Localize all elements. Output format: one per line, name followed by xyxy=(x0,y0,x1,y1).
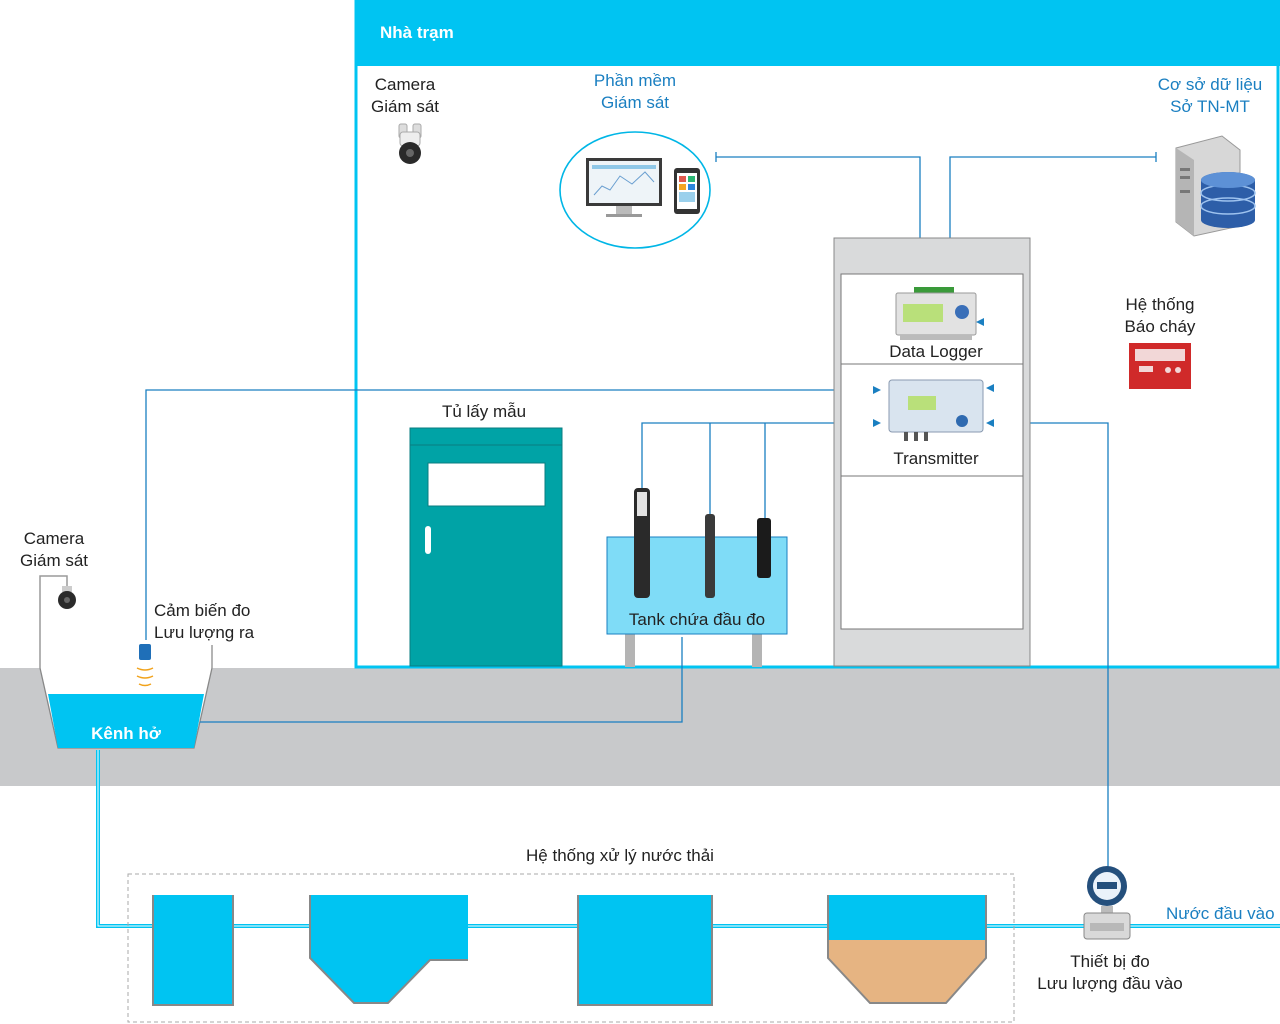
tank-label: Tank chứa đầu đo xyxy=(628,610,766,629)
software-illustration xyxy=(559,131,711,249)
control-cabinet xyxy=(833,237,1031,667)
treatment-tanks xyxy=(152,895,987,1006)
fire-alarm-panel-icon xyxy=(1129,343,1191,389)
data-logger-label: Data Logger xyxy=(889,342,983,361)
station-title: Nhà trạm xyxy=(380,23,454,42)
sampler-label: Tủ lấy mẫu xyxy=(441,402,527,421)
station-building xyxy=(354,0,1280,669)
software-line2: Giám sát xyxy=(600,93,670,112)
data-logger-icon xyxy=(895,287,977,340)
inflow-label: Nước đầu vào xyxy=(1166,904,1275,923)
inflow-meter-label: Thiết bị đo Lưu lượng đầu vào xyxy=(1030,951,1190,995)
inflow-meter-line2: Lưu lượng đầu vào xyxy=(1037,974,1183,993)
outdoor-camera-line1: Camera xyxy=(23,529,85,548)
sampler-cabinet xyxy=(409,427,563,667)
station-camera-label: Camera Giám sát xyxy=(360,74,450,118)
software-label: Phần mềm Giám sát xyxy=(580,70,690,114)
flow-out-sensor-icon xyxy=(136,644,154,687)
software-line1: Phần mềm xyxy=(593,71,677,90)
outdoor-camera-line2: Giám sát xyxy=(19,551,89,570)
transmitter-icon xyxy=(888,379,984,441)
station-camera-icon xyxy=(398,123,422,164)
treatment-boundary xyxy=(127,873,1015,1023)
open-channel-label: Kênh hở xyxy=(91,724,161,743)
ground-band xyxy=(0,668,1280,786)
fire-alarm-line2: Báo cháy xyxy=(1124,317,1196,336)
database-server-icon xyxy=(1175,135,1256,237)
station-camera-line1: Camera xyxy=(374,75,436,94)
signal-arrows xyxy=(873,318,994,427)
outdoor-camera-label: Camera Giám sát xyxy=(9,528,99,572)
station-camera-line2: Giám sát xyxy=(370,97,440,116)
outdoor-camera-icon xyxy=(39,575,76,668)
flow-out-sensor-label: Cảm biến đo Lưu lượng ra xyxy=(154,600,254,644)
transmitter-label: Transmitter xyxy=(893,449,979,468)
flow-out-sensor-line1: Cảm biến đo xyxy=(154,601,251,620)
probe-tank xyxy=(606,488,788,667)
inflow-meter-icon xyxy=(1083,866,1131,940)
station-header xyxy=(356,0,1280,66)
open-channel xyxy=(39,667,213,749)
treatment-label: Hệ thống xử lý nước thải xyxy=(526,846,714,865)
database-line2: Sở TN-MT xyxy=(1170,97,1250,116)
fire-alarm-line1: Hệ thống xyxy=(1125,295,1195,314)
database-line1: Cơ sở dữ liệu xyxy=(1157,75,1263,94)
inflow-meter-line1: Thiết bị đo xyxy=(1070,952,1150,971)
database-label: Cơ sở dữ liệu Sở TN-MT xyxy=(1150,74,1270,118)
flow-out-sensor-line2: Lưu lượng ra xyxy=(154,623,255,642)
fire-alarm-label: Hệ thống Báo cháy xyxy=(1115,294,1205,338)
